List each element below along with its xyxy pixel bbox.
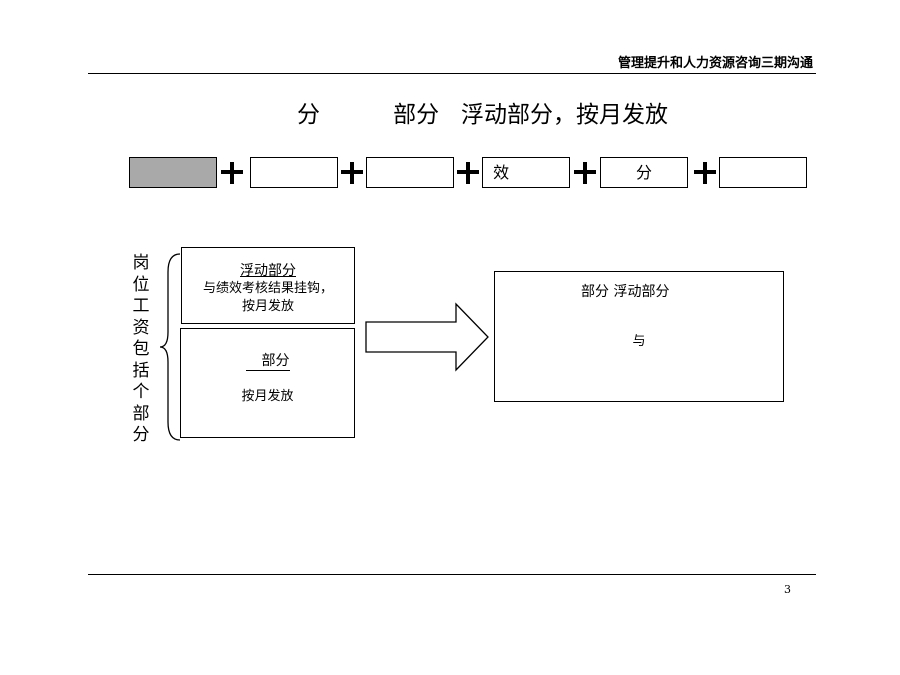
formula-box-5: 分	[600, 157, 688, 188]
formula-box-3	[366, 157, 454, 188]
header-rule	[88, 73, 816, 74]
floating-part-line2: 按月发放	[241, 299, 294, 314]
plus-icon	[221, 162, 243, 184]
formula-box-5-label: 分	[635, 163, 652, 182]
plus-icon	[457, 162, 479, 184]
slide-title: 分 部分 浮动部分，按月发放	[297, 102, 669, 128]
plus-icon	[341, 162, 363, 184]
plus-icon	[574, 162, 596, 184]
floating-part-box: 浮动部分 与绩效考核结果挂钩， 按月发放	[181, 247, 355, 324]
header-title: 管理提升和人力资源咨询三期沟通	[617, 56, 813, 71]
result-box-body: 与	[632, 334, 646, 349]
vertical-label: 岗位工资包括 个部分	[132, 253, 155, 445]
page-number: 3	[784, 583, 791, 596]
floating-part-title: 浮动部分	[240, 263, 296, 279]
curly-brace-icon	[159, 253, 181, 441]
floating-part-line1: 与绩效考核结果挂钩，	[202, 281, 333, 296]
formula-box-4-label: 效	[483, 163, 510, 182]
formula-box-4: 效	[482, 157, 570, 188]
formula-box-6	[719, 157, 807, 188]
fixed-part-title: 部分	[245, 352, 290, 371]
formula-box-2	[250, 157, 338, 188]
fixed-part-line1: 按月发放	[241, 389, 294, 404]
formula-box-1	[129, 157, 217, 188]
footer-rule	[88, 574, 816, 575]
arrow-right-icon	[365, 302, 489, 372]
plus-icon	[694, 162, 716, 184]
result-box: 部分 浮动部分 与	[494, 271, 784, 402]
result-box-title: 部分 浮动部分	[581, 284, 670, 300]
fixed-part-box: 部分 按月发放	[180, 328, 355, 438]
